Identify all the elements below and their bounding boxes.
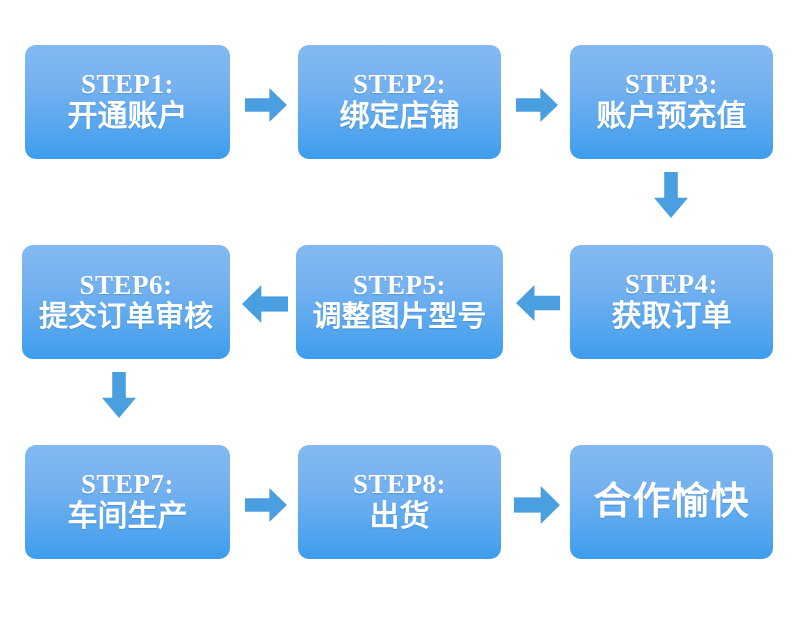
arrow-left-step5-to-step6-icon (242, 285, 288, 323)
flow-box-step6[interactable]: STEP6:提交订单审核 (22, 245, 230, 359)
flow-box-finish-text: 合作愉快 (593, 480, 750, 523)
flow-box-step7-text: 车间生产 (67, 500, 188, 534)
flow-box-step2[interactable]: STEP2:绑定店铺 (298, 45, 501, 159)
flow-box-finish[interactable]: 合作愉快 (570, 445, 773, 559)
flow-box-step1-step-label: STEP1: (80, 69, 175, 100)
flow-box-step1[interactable]: STEP1:开通账户 (25, 45, 230, 159)
arrow-right-step2-to-step3-icon (516, 88, 558, 122)
flow-box-step8-text: 出货 (369, 500, 430, 534)
flow-box-step7[interactable]: STEP7:车间生产 (25, 445, 230, 559)
flow-box-step1-text: 开通账户 (67, 100, 188, 134)
arrow-right-step7-to-step8-icon (245, 488, 287, 522)
flow-box-step5[interactable]: STEP5:调整图片型号 (296, 245, 503, 359)
flow-box-step2-text: 绑定店铺 (339, 100, 460, 134)
flow-box-step4[interactable]: STEP4:获取订单 (570, 245, 773, 359)
arrow-down-step6-to-step7-icon (102, 372, 136, 418)
flow-box-step2-step-label: STEP2: (352, 69, 447, 100)
flow-box-step4-step-label: STEP4: (624, 269, 719, 300)
flow-box-step5-text: 调整图片型号 (312, 300, 487, 333)
arrow-down-step3-to-step4-icon (654, 172, 688, 218)
flow-box-step3[interactable]: STEP3:账户预充值 (570, 45, 773, 159)
arrow-left-step4-to-step5-icon (516, 285, 560, 321)
flow-box-step5-step-label: STEP5: (352, 269, 447, 300)
flow-box-step6-step-label: STEP6: (79, 269, 173, 300)
arrow-right-step1-to-step2-icon (245, 88, 287, 122)
flow-box-step3-text: 账户预充值 (596, 100, 747, 134)
flow-box-step3-step-label: STEP3: (624, 69, 719, 100)
flow-box-step6-text: 提交订单审核 (38, 300, 213, 333)
flow-box-step4-text: 获取订单 (611, 300, 732, 334)
flow-box-step8-step-label: STEP8: (352, 469, 447, 500)
flow-box-step7-step-label: STEP7: (80, 469, 175, 500)
arrow-right-step8-to-finish-icon (514, 486, 560, 524)
flow-box-step8[interactable]: STEP8:出货 (298, 445, 501, 559)
